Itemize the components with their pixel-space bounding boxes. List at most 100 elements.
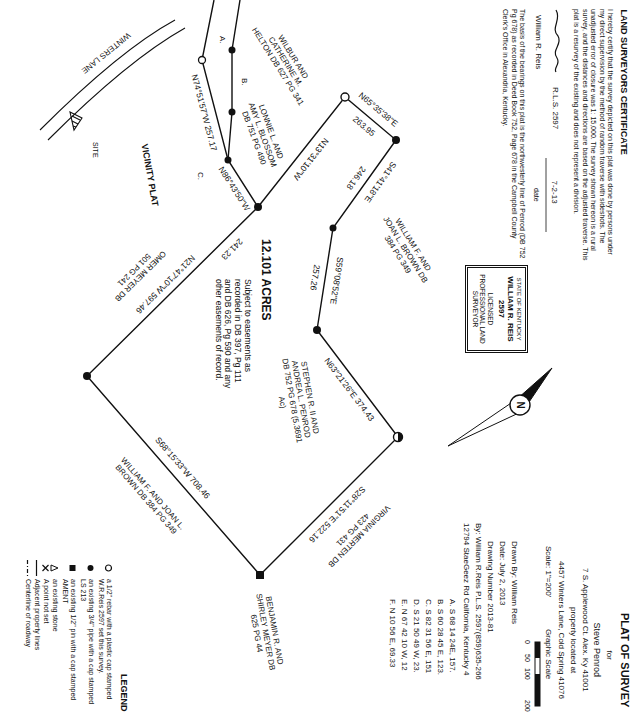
line-letter: A. bbox=[217, 35, 226, 45]
stamp-text: LICENSED PROFESSIONAL LAND SURVEYOR bbox=[471, 270, 493, 348]
surveyor-stamp: STATE OF KENTUCKYWILLIAM R. REIS2597 LICE… bbox=[465, 265, 528, 353]
corner-pipe-fill bbox=[398, 433, 403, 442]
distance: 263.95 bbox=[350, 114, 378, 140]
corner-rebar bbox=[199, 57, 206, 64]
stamp-text: WILLIAM R. REIS bbox=[506, 270, 515, 348]
north-arrow bbox=[448, 368, 552, 446]
property-address: 4457 Winters Lane, Cold Spring 41076 bbox=[556, 560, 565, 700]
line-table-row: B. S 60 28 45 E, 123. bbox=[435, 598, 444, 676]
owner-label: BENJAMIN R. AND SHIRLEY MEYER DB 625 PG … bbox=[245, 589, 286, 675]
distance: 241.23 bbox=[218, 235, 245, 262]
vicinity-map bbox=[40, 20, 185, 140]
legend-entry: Adjacent property lines bbox=[33, 578, 41, 715]
scale-number: 200 bbox=[523, 699, 531, 713]
property-line-symbol bbox=[36, 560, 37, 576]
line-table-row: F. N 10 56 E, 69.33 bbox=[387, 598, 396, 669]
legend-symbol bbox=[106, 565, 112, 571]
arrow-circle bbox=[510, 395, 530, 415]
line-table-row: A. S 68 14 24E, 157. bbox=[447, 598, 456, 674]
owner-label: STEPHEN R. II AND ANDREA L. PENROD DB 75… bbox=[270, 351, 322, 448]
owner-label: VIRGINIA MERTEN DB 423 PG 431 bbox=[317, 494, 395, 572]
corner-pin bbox=[313, 326, 321, 334]
title-line: property located at bbox=[568, 606, 577, 674]
corner-pipe bbox=[394, 433, 403, 442]
site-symbol bbox=[70, 112, 82, 130]
surveyor-name: William R. Reis bbox=[533, 14, 542, 70]
corner-pin bbox=[229, 47, 236, 54]
surveyor-contact: By: William R.Reis P.L.S. 2597(859)635-2… bbox=[473, 522, 482, 681]
rebar-symbol bbox=[106, 565, 112, 571]
pipe-symbol bbox=[88, 565, 94, 571]
bearing-distance: N63°21'26"E 374.43 bbox=[321, 356, 376, 425]
owner-label: LONNIE L. AND AMY L. BLOSSOM DB 751 PG 4… bbox=[237, 96, 288, 173]
line-letter: C. bbox=[195, 171, 204, 181]
corner-pin bbox=[330, 225, 337, 232]
legend-symbol bbox=[43, 565, 49, 571]
owner-label: OMER MEYER DB 501 PG 241 bbox=[101, 237, 172, 308]
bearing: N86°43'50"W bbox=[215, 164, 252, 214]
scale-number: 100 bbox=[523, 667, 531, 681]
corner-pin bbox=[225, 157, 232, 164]
stone-symbol bbox=[51, 565, 58, 571]
stamp-text: 2597 bbox=[497, 270, 506, 348]
corner-stone bbox=[256, 571, 264, 579]
arrow-needle bbox=[448, 368, 552, 446]
pin-symbol bbox=[70, 565, 76, 571]
parcel-area: 12.101 ACRES bbox=[258, 238, 272, 322]
tract-line bbox=[228, 0, 240, 160]
legend-symbol bbox=[51, 565, 58, 571]
scale-bar-fill bbox=[535, 674, 540, 706]
centerline-symbol bbox=[27, 560, 28, 576]
corner-pin bbox=[83, 372, 91, 380]
bearing-distance: N74°51'57"W 257.17 bbox=[189, 73, 219, 154]
legend-symbol bbox=[27, 560, 28, 576]
corner-pin bbox=[254, 203, 262, 211]
drawing-number: Drawing Number 2013-81 bbox=[485, 540, 494, 634]
owner-label: WILLIAM F. AND JOAN L. BROWN DB 384 PG 3… bbox=[372, 208, 439, 292]
corner-pin bbox=[392, 136, 400, 144]
bearing-distance: S68°15'33"W 708.46 bbox=[152, 435, 212, 502]
legend-entry: an existing stone bbox=[51, 578, 59, 715]
surveyor-address: 12794 StaeGeez Rd California, Kentucky 4 bbox=[461, 522, 470, 677]
legend-entry: a 1/2" rebar with a plastic cap stamped … bbox=[96, 578, 113, 715]
stamp-text: STATE OF KENTUCKY bbox=[515, 270, 522, 348]
graphic-scale-bar bbox=[535, 642, 540, 706]
scale-bar bbox=[535, 642, 540, 706]
bearing-basis-note: The basis of the bearings on this plat i… bbox=[501, 8, 526, 262]
site-hatch bbox=[72, 116, 80, 127]
legend-entry: Centerline of roadway bbox=[24, 578, 32, 715]
legend-entry: an existing 3/4" pipe with a cap stamped… bbox=[78, 578, 95, 715]
client-address: 7 S. Applewood Ct. Alex. Ky 41001 bbox=[580, 567, 589, 693]
legend-symbol bbox=[36, 560, 37, 576]
line-letter: B. bbox=[239, 77, 248, 87]
legend-symbol bbox=[88, 565, 94, 571]
scale-number: 50 bbox=[523, 653, 531, 663]
scale-bar-fill bbox=[535, 642, 540, 658]
point-symbol bbox=[43, 565, 49, 571]
scale-note: Scale: 1"=200' bbox=[543, 545, 552, 598]
line-table-row: C. S 82 31 56 E, 151 bbox=[423, 598, 432, 674]
line-table-row: E. N 67 42 10 W, 12 bbox=[399, 598, 408, 672]
boundary-lines bbox=[87, 0, 398, 575]
corner-rebar bbox=[341, 93, 349, 101]
client-name: Steve Penrod bbox=[592, 622, 602, 679]
corner-markers bbox=[83, 47, 403, 580]
legend-entry: A point not set bbox=[42, 578, 50, 715]
legend-entry: an existing 1/2" pin with a cap stamped … bbox=[60, 578, 77, 715]
line-table-row: D. S 21 50 49 W, 23. bbox=[411, 598, 420, 674]
drawn-by: Drawn By: William Reis bbox=[509, 540, 518, 625]
scale-caption: Graphic Scale bbox=[543, 628, 552, 680]
vicinity-title: VICINITY PLAT bbox=[139, 142, 161, 208]
road-edge bbox=[48, 28, 185, 140]
parcel-boundary bbox=[87, 97, 398, 575]
legend-symbol bbox=[70, 565, 76, 571]
legend-title: LEGEND bbox=[119, 673, 129, 713]
owner-label: WILBUR AND CATHERINE M. HELTON DB 627 PG… bbox=[249, 16, 321, 109]
title-line: for bbox=[604, 650, 613, 661]
drawing-date: Date: July 2, 2013 bbox=[497, 540, 506, 606]
signature-scribble bbox=[555, 10, 559, 72]
bearing: S41°41'18"E bbox=[361, 159, 398, 205]
site-label: SITE bbox=[91, 141, 99, 159]
date-caption: date bbox=[532, 187, 540, 203]
